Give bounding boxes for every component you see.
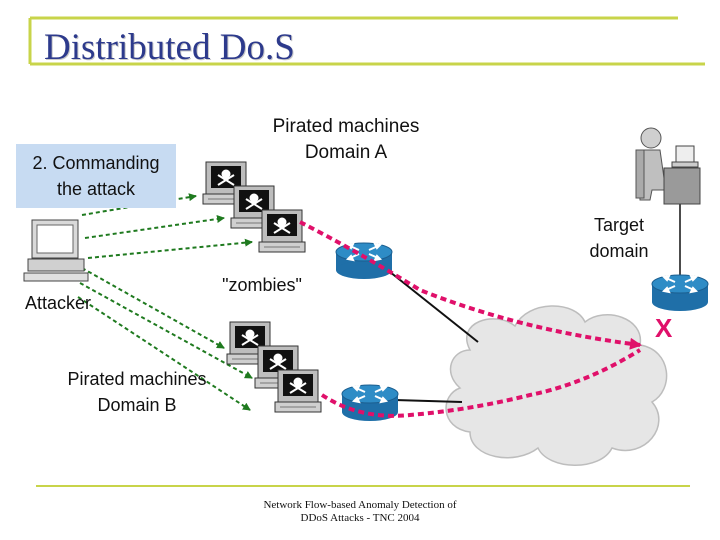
desktop-computer-icon (23, 219, 89, 282)
attack-x-mark: X (655, 313, 673, 343)
commanding-label-line1: 2. Commanding (32, 153, 160, 173)
command-arrow (87, 238, 253, 259)
commanding-label-box (16, 144, 176, 208)
commanding-label: 2. Commanding the attack (16, 150, 176, 202)
footer-line2: DDoS Attacks - TNC 2004 (300, 512, 420, 524)
domain-b-label: Pirated machines Domain B (52, 366, 222, 418)
slide-title: Distributed Do.S (44, 27, 295, 68)
attack-path-b (320, 348, 642, 418)
domain-a-label-line2: Domain A (304, 142, 388, 163)
person-at-workstation-icon (635, 127, 701, 205)
footer-line1: Network Flow-based Anomaly Detection of (263, 499, 457, 511)
target-domain-label-line2: domain (589, 241, 649, 261)
target-domain-label: Target domain (574, 212, 664, 264)
title-accent (28, 16, 705, 66)
router-icon (335, 242, 393, 280)
commanding-label-line2: the attack (56, 179, 136, 199)
router-icon (651, 274, 709, 312)
pirate-computer-icon (274, 369, 322, 413)
domain-a-label: Pirated machines Domain A (250, 114, 442, 166)
command-arrow (79, 282, 253, 379)
domain-b-label-line2: Domain B (97, 395, 177, 415)
attack-paths (299, 220, 642, 418)
pirate-computer-icon (258, 209, 306, 253)
footer-text: Network Flow-based Anomaly Detection of … (252, 499, 468, 525)
domain-b-label-line1: Pirated machines (67, 369, 207, 389)
network-cloud (445, 305, 668, 466)
attack-path-a (299, 220, 642, 350)
command-arrow (81, 267, 225, 349)
domain-a-label-line1: Pirated machines (272, 116, 420, 137)
command-arrow (77, 296, 251, 411)
command-arrow (84, 215, 225, 239)
attacker-label: Attacker (24, 293, 92, 313)
target-domain-label-line1: Target (593, 215, 645, 235)
zombies-label: "zombies" (222, 275, 302, 295)
